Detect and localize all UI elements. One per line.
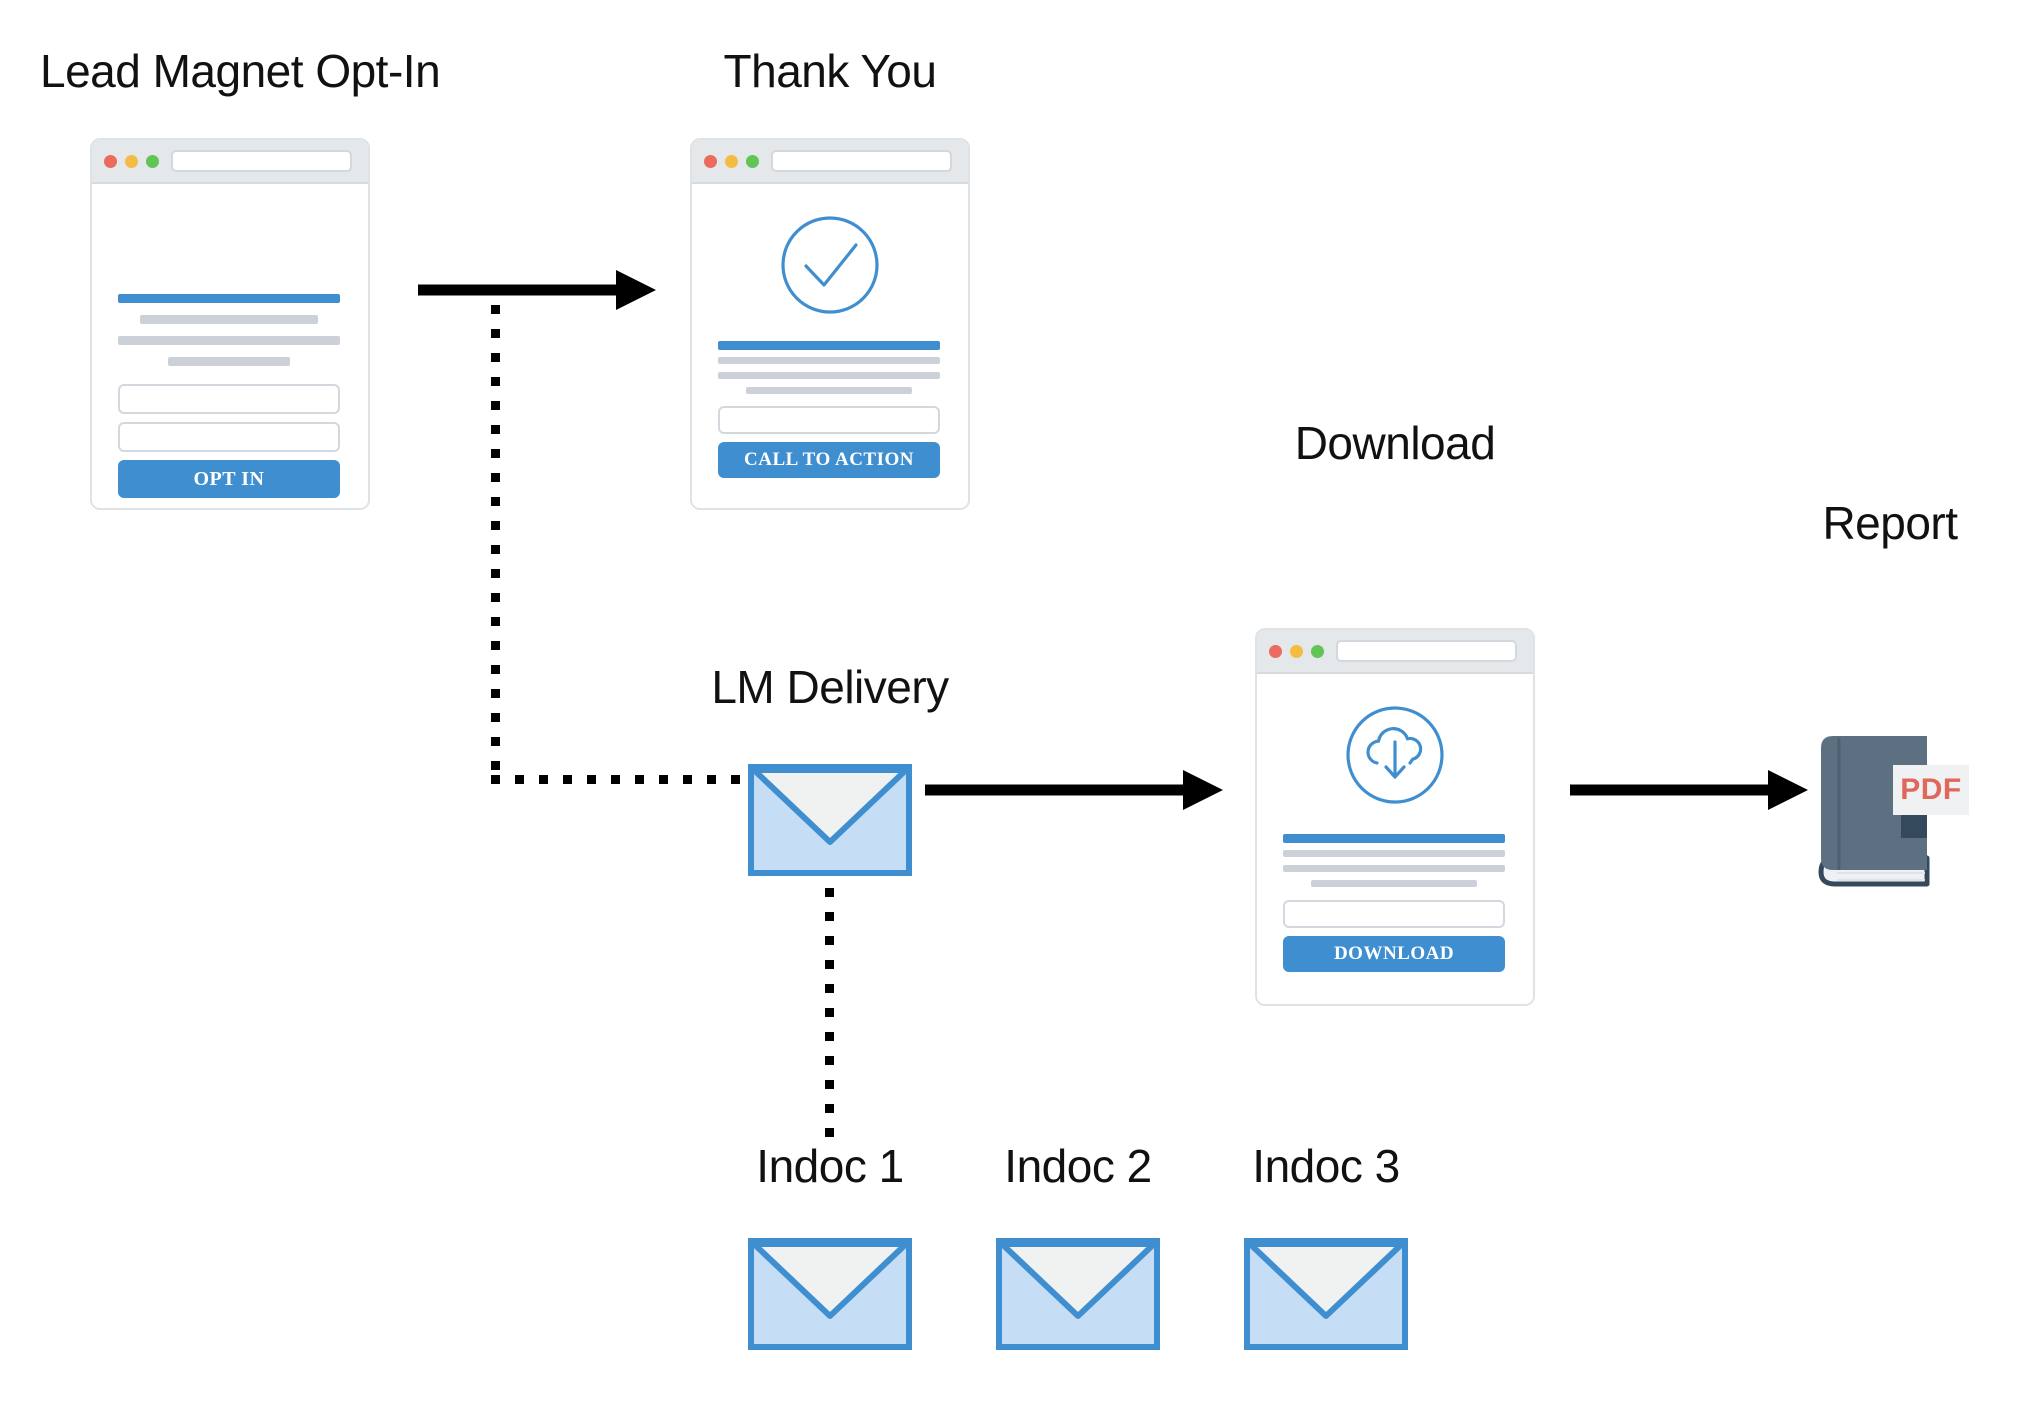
text-bar — [718, 372, 940, 379]
close-dot-icon[interactable] — [704, 154, 717, 168]
card-download[interactable]: DOWNLOAD — [1255, 628, 1535, 1006]
text-bar — [118, 336, 340, 345]
card-body: CALL TO ACTION — [692, 184, 968, 508]
maximize-dot-icon[interactable] — [146, 154, 159, 168]
node-title-thank-you: Thank You — [723, 45, 937, 97]
node-title-lm-delivery: LM Delivery — [711, 661, 949, 713]
arrow-optin-to-thankyou — [418, 260, 658, 325]
address-bar[interactable] — [771, 150, 952, 172]
arrow-download-to-report — [1570, 760, 1810, 825]
dotted-connector-horizontal — [491, 771, 755, 784]
form-input-1[interactable] — [718, 406, 940, 434]
window-controls — [1269, 644, 1324, 658]
envelope-indoc-1[interactable] — [748, 1238, 912, 1355]
headline-bar — [718, 341, 940, 350]
arrow-lmdelivery-to-download — [925, 760, 1225, 825]
text-bar — [718, 357, 940, 364]
text-bar — [746, 387, 912, 394]
node-title-report: Report — [1822, 497, 1958, 549]
envelope-indoc-2[interactable] — [996, 1238, 1160, 1355]
opt-in-button[interactable]: OPT IN — [118, 460, 340, 498]
card-thank-you[interactable]: CALL TO ACTION — [690, 138, 970, 510]
form-input-1[interactable] — [118, 384, 340, 414]
text-bar — [1311, 880, 1477, 887]
cloud-download-circle-icon — [1344, 704, 1446, 811]
minimize-dot-icon[interactable] — [125, 154, 138, 168]
minimize-dot-icon[interactable] — [1290, 644, 1303, 658]
window-controls — [104, 154, 159, 168]
text-bar — [1283, 865, 1505, 872]
card-body: DOWNLOAD — [1257, 674, 1533, 1004]
envelope-lm-delivery[interactable] — [748, 764, 912, 881]
text-bar — [168, 357, 290, 366]
headline-bar — [118, 294, 340, 303]
form-input-2[interactable] — [118, 422, 340, 452]
browser-chrome — [692, 140, 968, 184]
pdf-badge-label: PDF — [1900, 773, 1962, 806]
address-bar[interactable] — [171, 150, 352, 172]
download-button[interactable]: DOWNLOAD — [1283, 936, 1505, 972]
browser-chrome — [1257, 630, 1533, 674]
close-dot-icon[interactable] — [1269, 644, 1282, 658]
pdf-badge: PDF — [1893, 765, 1969, 815]
node-title-lead-magnet: Lead Magnet Opt-In — [40, 45, 441, 97]
card-body: OPT IN — [92, 184, 368, 508]
text-bar — [140, 315, 318, 324]
node-title-download: Download — [1294, 417, 1496, 469]
browser-chrome — [92, 140, 368, 184]
maximize-dot-icon[interactable] — [746, 154, 759, 168]
report-book-icon[interactable] — [1805, 728, 1975, 903]
check-circle-icon — [779, 214, 881, 321]
address-bar[interactable] — [1336, 640, 1517, 662]
envelope-indoc-3[interactable] — [1244, 1238, 1408, 1355]
window-controls — [704, 154, 759, 168]
dotted-connector-lm-to-indoc — [825, 888, 834, 1138]
node-title-indoc-3: Indoc 3 — [1252, 1140, 1400, 1192]
dotted-connector-vertical — [491, 305, 500, 780]
form-input-1[interactable] — [1283, 900, 1505, 928]
text-bar — [1283, 850, 1505, 857]
maximize-dot-icon[interactable] — [1311, 644, 1324, 658]
headline-bar — [1283, 834, 1505, 843]
call-to-action-button[interactable]: CALL TO ACTION — [718, 442, 940, 478]
card-lead-magnet-opt-in[interactable]: OPT IN — [90, 138, 370, 510]
node-title-indoc-1: Indoc 1 — [756, 1140, 904, 1192]
minimize-dot-icon[interactable] — [725, 154, 738, 168]
node-title-indoc-2: Indoc 2 — [1004, 1140, 1152, 1192]
close-dot-icon[interactable] — [104, 154, 117, 168]
